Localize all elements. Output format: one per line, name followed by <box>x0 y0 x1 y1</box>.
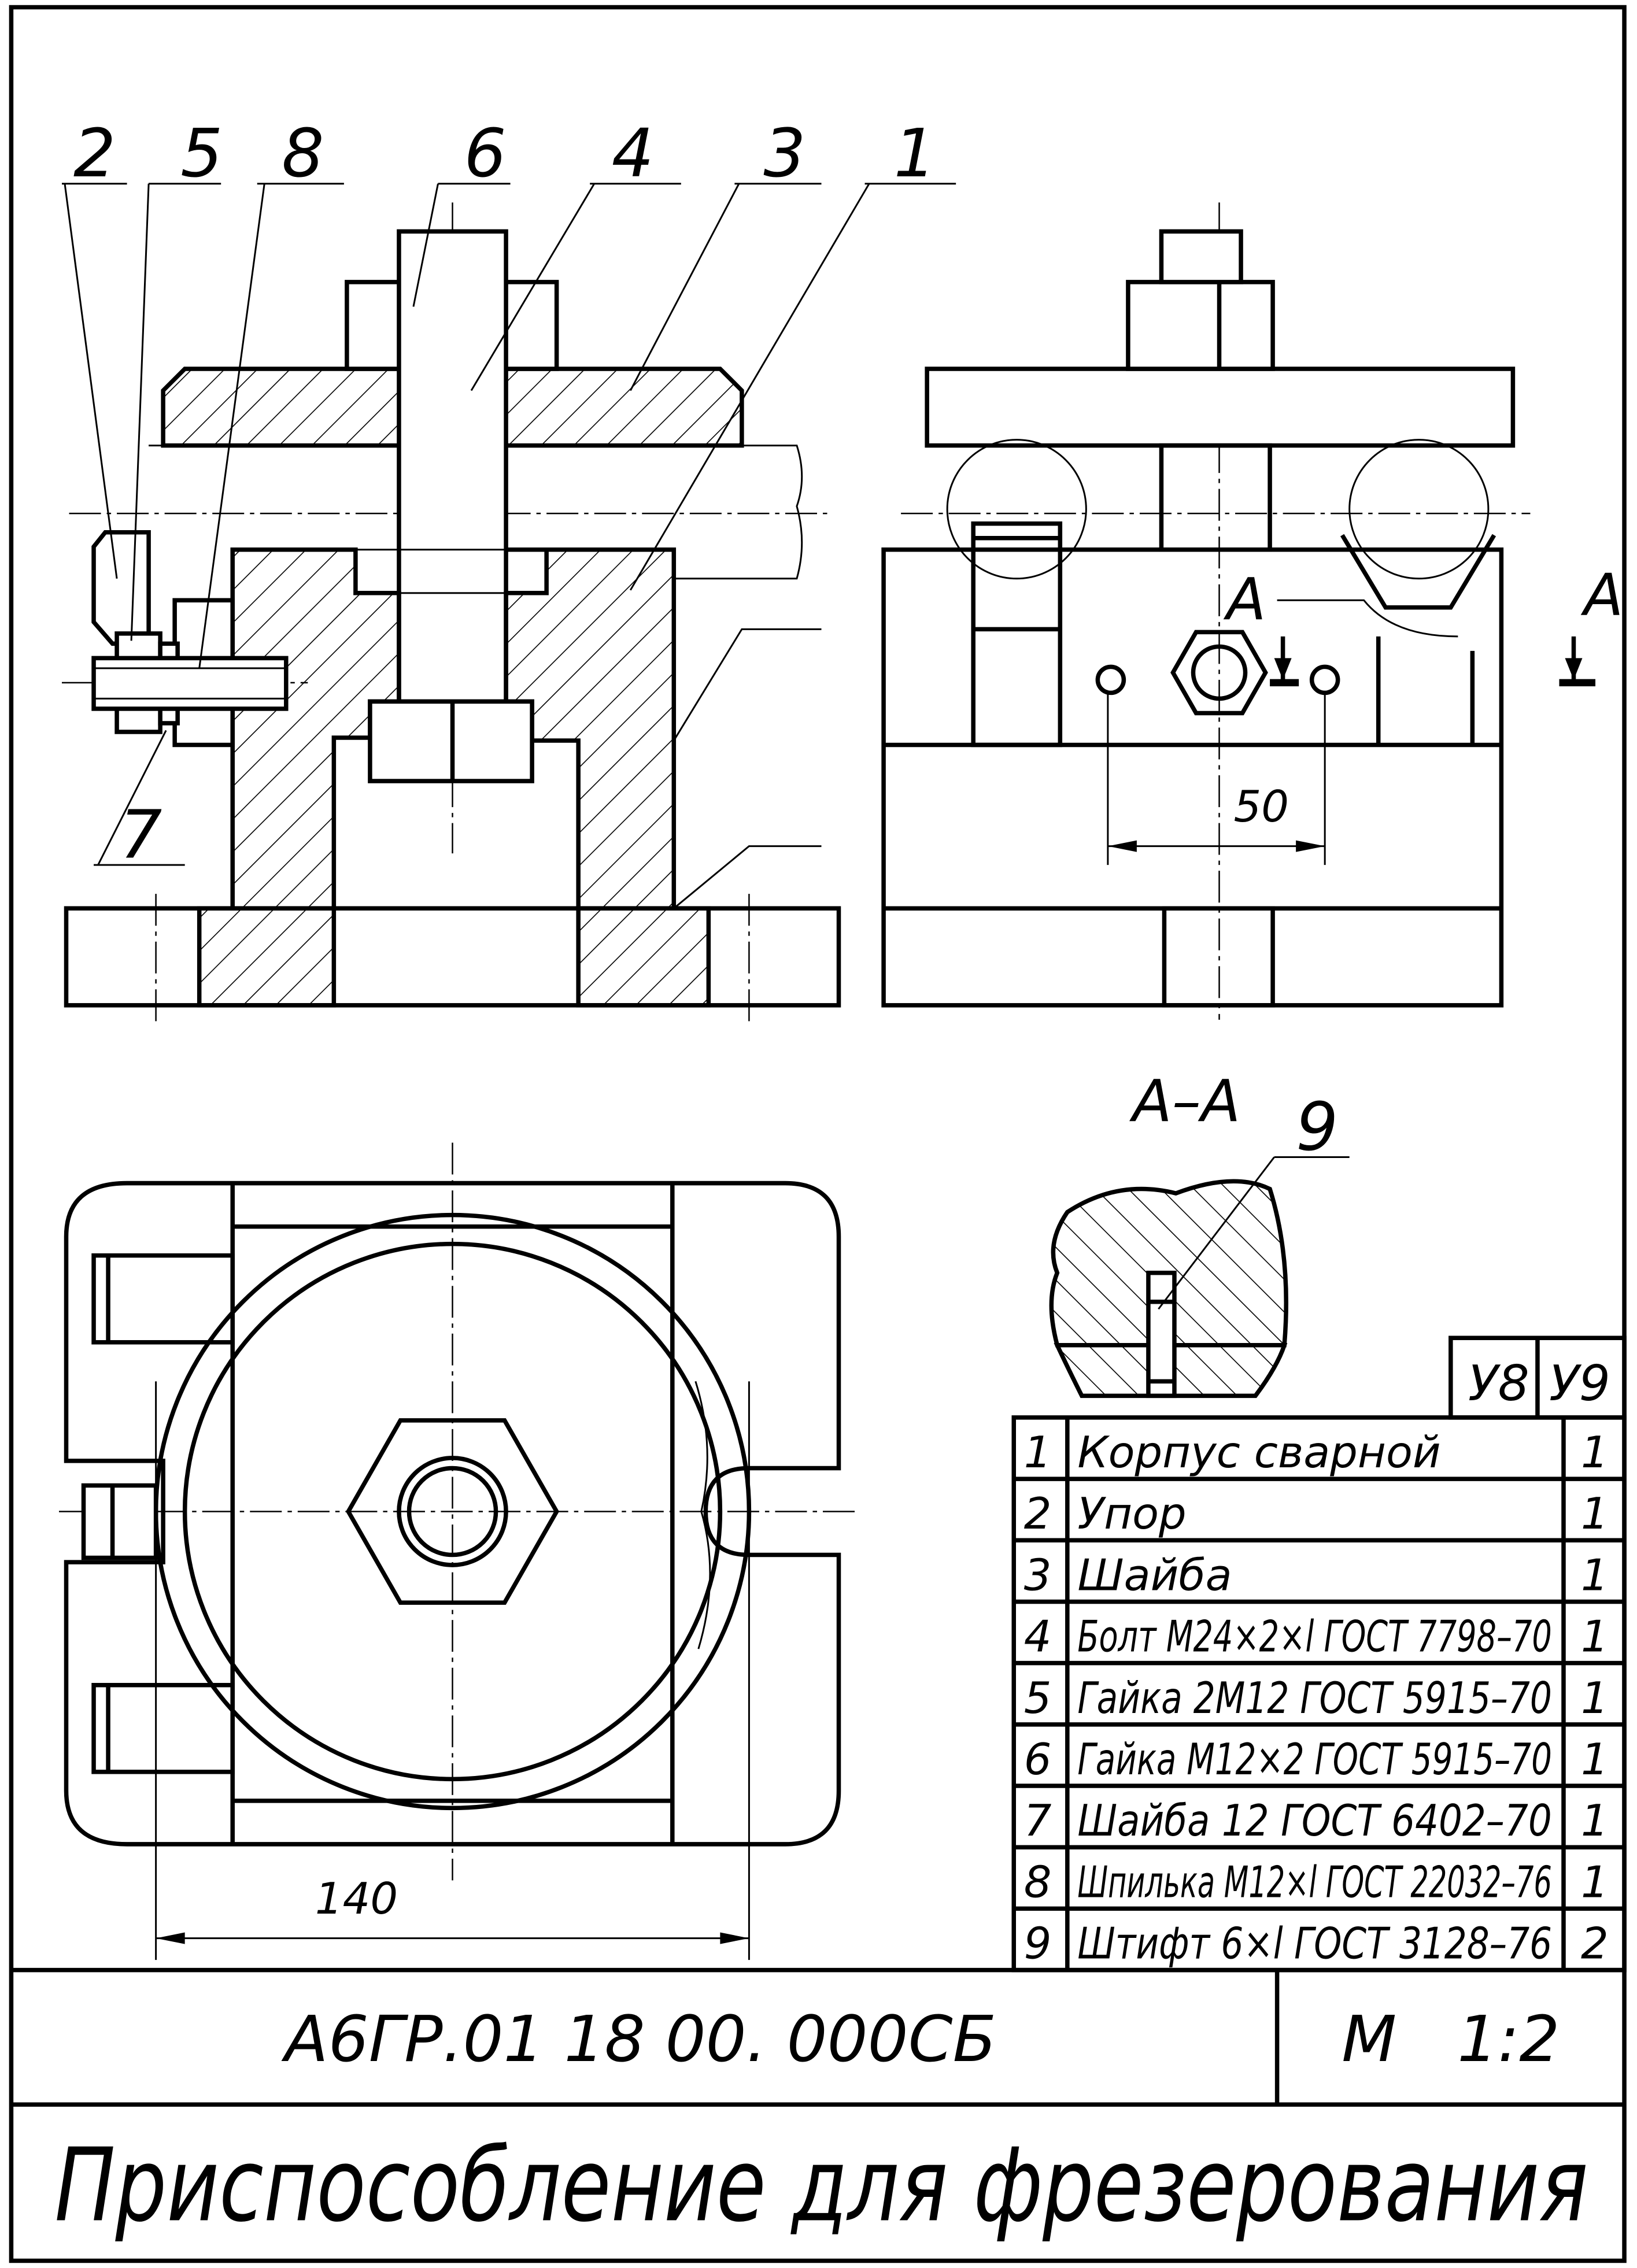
table-header-cell: У8 <box>1468 1355 1529 1412</box>
table-cell-name: Шпилька М12×l ГОСТ 22032–76 <box>1077 1857 1551 1907</box>
section-mark-label: А <box>1223 565 1266 633</box>
leader-label: 6 <box>464 115 507 193</box>
leader-label: 3 <box>763 115 805 193</box>
title-block: А6ГР.01 18 00. 000СБ М 1:2 Приспособлени… <box>11 1967 1625 2244</box>
table-cell-quantity: 1 <box>1581 1427 1609 1478</box>
table-cell-name: Шайба 12 ГОСТ 6402–70 <box>1077 1796 1551 1846</box>
leader-label: 1 <box>894 115 936 193</box>
table-row: 3 Шайба 1 <box>1014 1538 1625 1600</box>
plan-view: 140 <box>58 1142 858 1960</box>
section-mark-label: А <box>1580 561 1623 628</box>
leader-label: 5 <box>180 115 223 193</box>
section-aa-detail: А–А 9 <box>1049 1067 1350 1398</box>
drawing-title: Приспособление для фрезерования <box>54 2127 1588 2244</box>
front-section-view: 2 5 8 6 4 3 1 7 <box>61 115 956 1027</box>
table-cell-name: Болт М24×2×l ГОСТ 7798–70 <box>1077 1612 1551 1662</box>
table-cell-position: 1 <box>1024 1427 1052 1478</box>
leader-label: 4 <box>612 115 654 193</box>
table-cell-quantity: 2 <box>1581 1918 1609 1969</box>
table-cell-position: 4 <box>1024 1611 1052 1662</box>
table-cell-position: 3 <box>1024 1549 1052 1600</box>
table-cell-position: 5 <box>1024 1673 1052 1723</box>
table-cell-position: 7 <box>1024 1795 1052 1846</box>
table-row: 8 Шпилька М12×l ГОСТ 22032–76 1 <box>1014 1845 1625 1907</box>
table-cell-name: Гайка 2М12 ГОСТ 5915–70 <box>1077 1673 1552 1723</box>
drawing-scale: М 1:2 <box>1342 2002 1560 2076</box>
table-cell-quantity: 1 <box>1581 1488 1609 1539</box>
table-row: 5 Гайка 2М12 ГОСТ 5915–70 1 <box>1014 1660 1625 1723</box>
leader-label: 7 <box>120 797 162 874</box>
table-row: 7 Шайба 12 ГОСТ 6402–70 1 <box>1014 1784 1625 1846</box>
dimension-hole-spacing: 50 <box>1234 781 1289 832</box>
table-cell-position: 6 <box>1024 1734 1052 1785</box>
table-cell-name: Шайба <box>1077 1549 1232 1600</box>
table-cell-quantity: 1 <box>1581 1856 1609 1907</box>
table-cell-name: Упор <box>1077 1488 1186 1539</box>
leader-label: 9 <box>1296 1089 1338 1166</box>
table-cell-quantity: 1 <box>1581 1795 1609 1846</box>
table-row: 2 Упор 1 <box>1014 1477 1625 1539</box>
table-row: 9 Штифт 6×l ГОСТ 3128–76 2 <box>1014 1906 1625 1970</box>
table-cell-quantity: 1 <box>1581 1734 1609 1785</box>
table-cell-quantity: 1 <box>1581 1549 1609 1600</box>
table-cell-name: Корпус сварной <box>1077 1427 1440 1478</box>
drawing-designation: А6ГР.01 18 00. 000СБ <box>281 2002 996 2076</box>
table-body: 1 Корпус сварной 1 2 Упор 1 3 Шайба 1 4 Болт М24×2… <box>1014 1427 1625 1970</box>
leader-label: 2 <box>73 115 116 193</box>
section-title: А–А <box>1129 1067 1240 1135</box>
side-view: 50 А А <box>881 202 1623 1020</box>
table-cell-name: Гайка М12×2 ГОСТ 5915–70 <box>1077 1734 1552 1785</box>
table-row: 4 Болт М24×2×l ГОСТ 7798–70 1 <box>1014 1599 1625 1662</box>
table-cell-quantity: 1 <box>1581 1673 1609 1723</box>
table-row: 1 Корпус сварной 1 <box>1024 1427 1609 1478</box>
table-cell-position: 8 <box>1024 1856 1052 1907</box>
leader-label: 8 <box>282 115 324 193</box>
drawing-frame <box>9 5 1627 2263</box>
table-cell-name: Штифт 6×l ГОСТ 3128–76 <box>1077 1919 1552 1970</box>
table-row: 6 Гайка М12×2 ГОСТ 5915–70 1 <box>1014 1722 1625 1785</box>
table-cell-position: 2 <box>1024 1488 1052 1539</box>
specification-table: У8 У9 1 Корпус сварной 1 2 Упор 1 3 Шайба 1 4 Болт… <box>1011 1335 1627 1973</box>
table-header-cell: У9 <box>1549 1355 1610 1412</box>
table-cell-position: 9 <box>1024 1918 1052 1969</box>
dimension-overall-width: 140 <box>315 1873 398 1924</box>
table-cell-quantity: 1 <box>1581 1611 1609 1662</box>
